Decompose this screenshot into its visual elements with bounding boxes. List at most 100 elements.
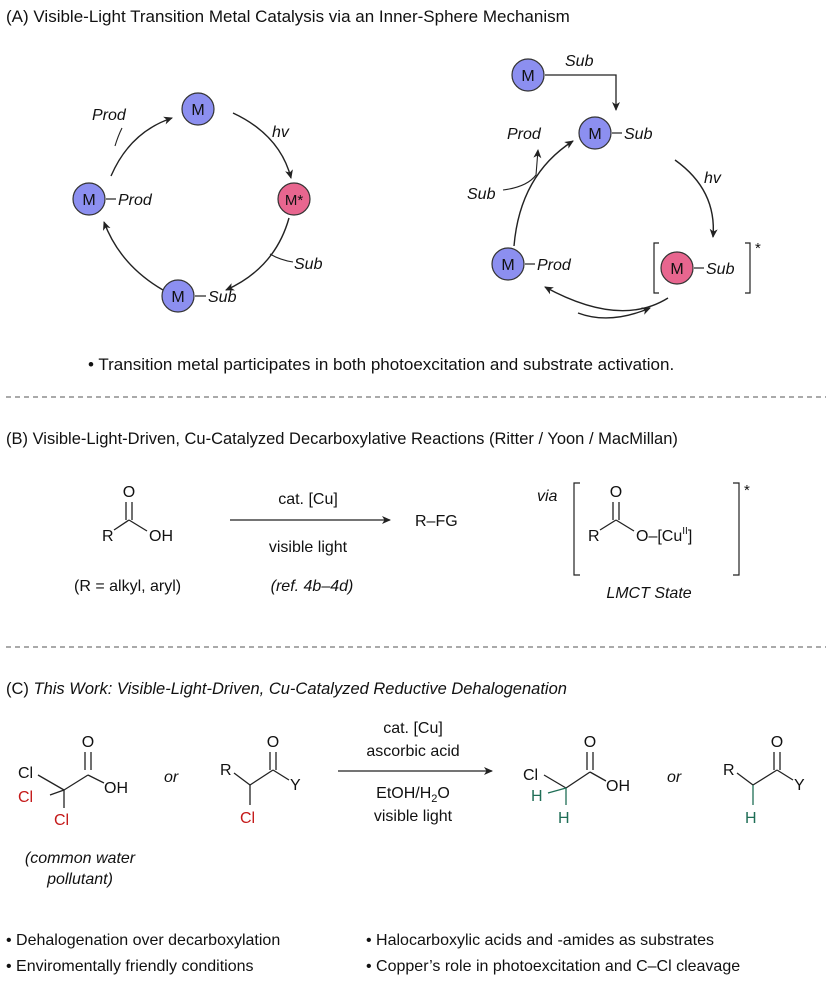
- atom-r: R: [588, 528, 600, 545]
- left-catalytic-cycle: M M* M Sub M Prod Prod hv Sub: [72, 92, 323, 313]
- atom-y: Y: [290, 777, 301, 794]
- cu-bracket-close: ]: [688, 528, 692, 545]
- bond: [49, 789, 65, 796]
- atom-oh: OH: [104, 780, 128, 797]
- solvent-main: EtOH/H: [376, 785, 431, 802]
- arrow-c-bottom1: EtOH/H2O: [376, 785, 450, 805]
- arrow-msub-to-excited: [674, 159, 718, 238]
- atom-r: R: [220, 762, 232, 779]
- carboxylic-acid-structure: O R OH (R = alkyl, aryl): [74, 484, 181, 595]
- bond: [249, 769, 274, 786]
- metal-node-top: [181, 92, 215, 126]
- arrow-mprod-to-msub: [513, 140, 574, 247]
- bond: [776, 769, 794, 781]
- atom-y: Y: [794, 777, 805, 794]
- section-c-italic: This Work: Visible-Light-Driven, Cu-Cata…: [34, 680, 567, 698]
- solvent-subscript: 2: [431, 793, 437, 805]
- metal-label: M: [501, 257, 514, 274]
- metal-label: M: [82, 192, 95, 209]
- atom-o: O: [610, 484, 622, 501]
- bullet-4: • Copper’s role in photoexcitation and C…: [366, 958, 740, 975]
- arrow-m-binds-sub: [545, 74, 620, 111]
- atom-o: O: [267, 734, 279, 751]
- bond: [615, 519, 635, 532]
- solvent-end: O: [437, 785, 449, 802]
- arrow-mprod-to-excited: [577, 307, 651, 319]
- bond: [752, 769, 778, 786]
- arrow-msub-to-mprod: [103, 221, 164, 291]
- arrow-mprod-to-m: [110, 116, 173, 177]
- bond: [87, 774, 105, 784]
- atom-cl-red: Cl: [18, 789, 33, 806]
- sub-in-label: Sub: [565, 53, 594, 70]
- atom-oh: OH: [606, 778, 630, 795]
- arrow-b-bottom: visible light: [269, 539, 348, 556]
- metal-excited-node: [277, 182, 311, 216]
- bond: [547, 787, 567, 794]
- section-b-title: (B) Visible-Light-Driven, Cu-Catalyzed D…: [6, 430, 678, 448]
- monochloroacetic-acid: Cl O OH H H: [523, 734, 630, 827]
- lmct-state: via O R O–[CuII] * LMCT State: [537, 482, 750, 602]
- bond: [233, 772, 251, 786]
- m-sub-label: Sub: [208, 289, 237, 306]
- o-cu-main: O–[Cu: [636, 528, 682, 545]
- atom-r: R: [723, 762, 735, 779]
- atom-cl: Cl: [523, 767, 538, 784]
- atom-r: R: [102, 528, 114, 545]
- m-prod-label: Prod: [118, 192, 153, 209]
- o-cu-label: O–[CuII]: [636, 526, 692, 545]
- bond: [63, 774, 89, 791]
- atom-cl-red: Cl: [54, 812, 69, 829]
- bond: [37, 774, 65, 791]
- metal-sub-node: [578, 116, 612, 150]
- arrow-b-top: cat. [Cu]: [278, 491, 338, 508]
- atom-h-green: H: [531, 788, 543, 805]
- bond: [128, 519, 148, 532]
- atom-oh: OH: [149, 528, 173, 545]
- metal-label: M: [670, 261, 683, 278]
- atom-cl-red: Cl: [240, 810, 255, 827]
- sub-out-label: Sub: [467, 186, 496, 203]
- atom-o: O: [584, 734, 596, 751]
- dehalogenated-carbonyl: R O Y H: [723, 734, 805, 827]
- bond: [272, 769, 290, 781]
- arrow-excited-to-mprod: [544, 286, 669, 312]
- metal-label: M: [588, 126, 601, 143]
- metal-label: M: [171, 289, 184, 306]
- section-a-note: • Transition metal participates in both …: [88, 355, 674, 374]
- bracket-right: [745, 242, 751, 294]
- product-r-fg: R–FG: [415, 513, 458, 530]
- bullet-2: • Halocarboxylic acids and -amides as su…: [366, 932, 714, 949]
- arrow-c-top2: ascorbic acid: [366, 743, 459, 760]
- metal-excited-node: [660, 251, 694, 285]
- r-definition: (R = alkyl, aryl): [74, 578, 181, 595]
- bullet-3: • Enviromentally friendly conditions: [6, 958, 254, 975]
- metal-prod-node: [491, 247, 525, 281]
- bond: [543, 774, 567, 789]
- section-a-title: (A) Visible-Light Transition Metal Catal…: [6, 7, 570, 26]
- metal-sub-node: [161, 279, 195, 313]
- atom-o: O: [771, 734, 783, 751]
- section-c-title: (C) This Work: Visible-Light-Driven, Cu-…: [6, 680, 567, 698]
- metal-excited-label: M*: [285, 192, 303, 209]
- metal-node-entry: [511, 58, 545, 92]
- metal-label: M: [521, 68, 534, 85]
- arrow-c-top1: cat. [Cu]: [383, 720, 443, 737]
- pollutant-note-line2: pollutant): [46, 871, 113, 888]
- bond: [599, 519, 617, 531]
- arrow-sub-out: [502, 149, 542, 191]
- sub-in-label: Sub: [294, 256, 323, 273]
- or-label-2: or: [667, 769, 682, 786]
- arrow-mstar-to-msub: [225, 217, 290, 291]
- lmct-label: LMCT State: [606, 585, 691, 602]
- or-label-1: or: [164, 769, 179, 786]
- section-c-prefix: (C): [6, 680, 34, 698]
- metal-label: M: [191, 102, 204, 119]
- bond: [736, 772, 754, 786]
- excited-star: *: [755, 240, 761, 257]
- cu-oxidation-state: II: [682, 526, 688, 537]
- excited-sub-label: Sub: [706, 261, 735, 278]
- bond: [589, 771, 607, 782]
- pollutant-note-line1: (common water: [25, 850, 136, 867]
